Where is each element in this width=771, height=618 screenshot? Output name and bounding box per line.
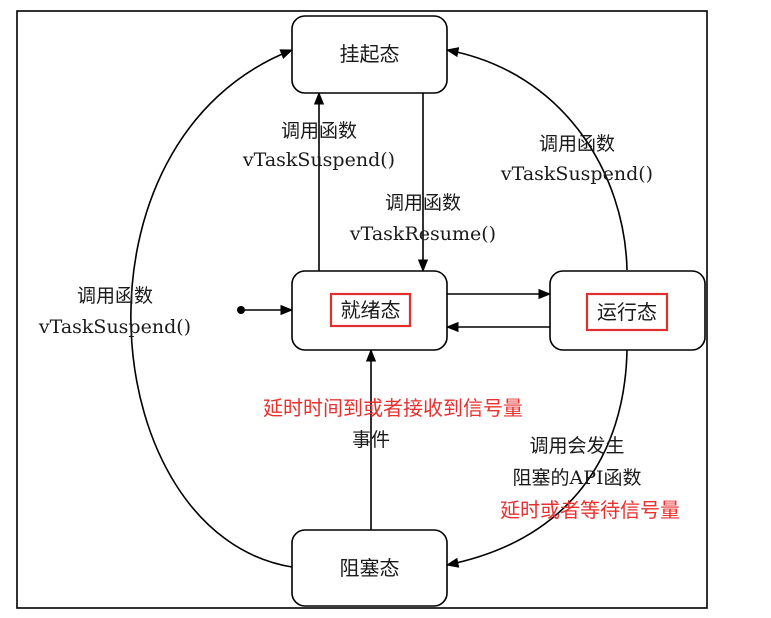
label-blocked-to-suspended-1: 调用函数 <box>77 285 153 307</box>
edge-blocked-to-suspended <box>130 49 294 568</box>
label-suspended-to-ready-1: 调用函数 <box>385 192 461 214</box>
running-highlight-box <box>585 292 669 332</box>
edge-running-to-blocked <box>445 349 628 568</box>
label-running-to-blocked-red: 延时或者等待信号量 <box>500 498 680 522</box>
label-suspended-to-ready-2: vTaskResume() <box>349 223 496 245</box>
label-running-to-suspended-1: 调用函数 <box>539 133 615 155</box>
label-blocked-to-suspended-2: vTaskSuspend() <box>38 316 191 338</box>
initial-dot <box>237 306 245 314</box>
ready-highlight-box <box>329 292 412 328</box>
label-blocked-to-ready-event: 事件 <box>352 429 390 451</box>
state-ready: 就绪态 <box>291 270 448 351</box>
label-ready-to-suspended-1: 调用函数 <box>281 120 357 142</box>
state-ready-label: 就绪态 <box>341 298 401 322</box>
state-running: 运行态 <box>549 270 706 351</box>
state-suspended-label: 挂起态 <box>340 42 400 66</box>
label-running-to-blocked-2: 阻塞的API函数 <box>512 467 641 489</box>
label-running-to-blocked-1: 调用会发生 <box>529 435 624 457</box>
edge-running-to-suspended <box>445 47 628 271</box>
label-running-to-suspended-2: vTaskSuspend() <box>500 163 653 185</box>
label-ready-to-suspended-2: vTaskSuspend() <box>242 149 395 171</box>
label-blocked-to-ready-red: 延时时间到或者接收到信号量 <box>263 396 523 420</box>
diagram-frame <box>16 10 708 609</box>
state-running-label: 运行态 <box>597 300 657 324</box>
state-blocked: 阻塞态 <box>291 529 448 607</box>
state-blocked-label: 阻塞态 <box>340 556 400 580</box>
state-suspended: 挂起态 <box>291 15 448 94</box>
